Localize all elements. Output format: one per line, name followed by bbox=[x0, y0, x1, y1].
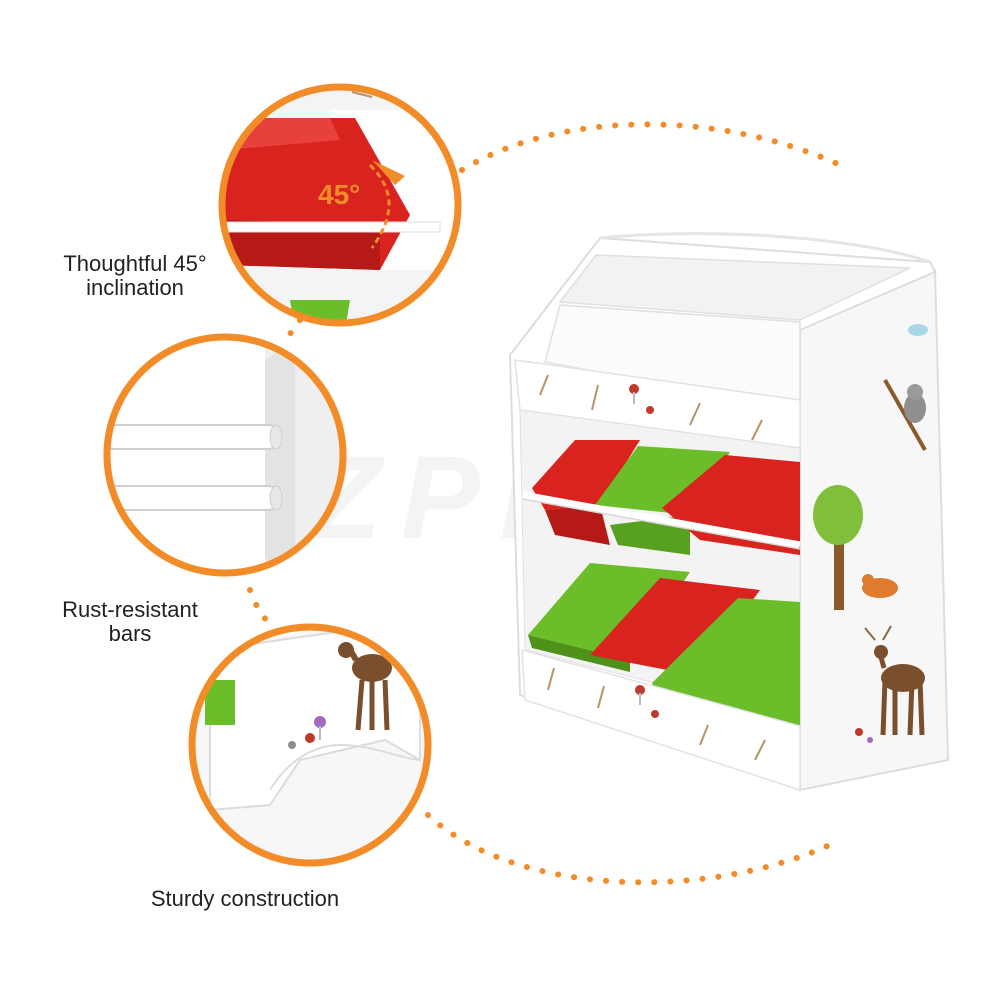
feature-label-construction: Sturdy construction bbox=[150, 886, 340, 911]
toy-storage-shelf bbox=[508, 232, 950, 792]
feature-label-inclination-line2: inclination bbox=[86, 275, 184, 301]
side-panel-forest-print bbox=[813, 324, 928, 743]
feature-label-bars-line1: Rust-resistant bbox=[62, 597, 198, 622]
dotted-connector-lines bbox=[247, 121, 843, 886]
detail-circle-construction bbox=[188, 623, 432, 867]
feature-label-bars: Rust-resistant bars bbox=[45, 597, 215, 647]
detail-circle-inclination bbox=[218, 83, 462, 327]
angle-value-text: 45° bbox=[318, 179, 361, 210]
feature-label-bars-line2: bars bbox=[108, 621, 152, 647]
feature-label-inclination: Thoughtful 45° inclination bbox=[40, 251, 230, 301]
feature-label-inclination-line1: Thoughtful 45° bbox=[63, 251, 207, 276]
detail-circle-bars bbox=[103, 333, 347, 577]
